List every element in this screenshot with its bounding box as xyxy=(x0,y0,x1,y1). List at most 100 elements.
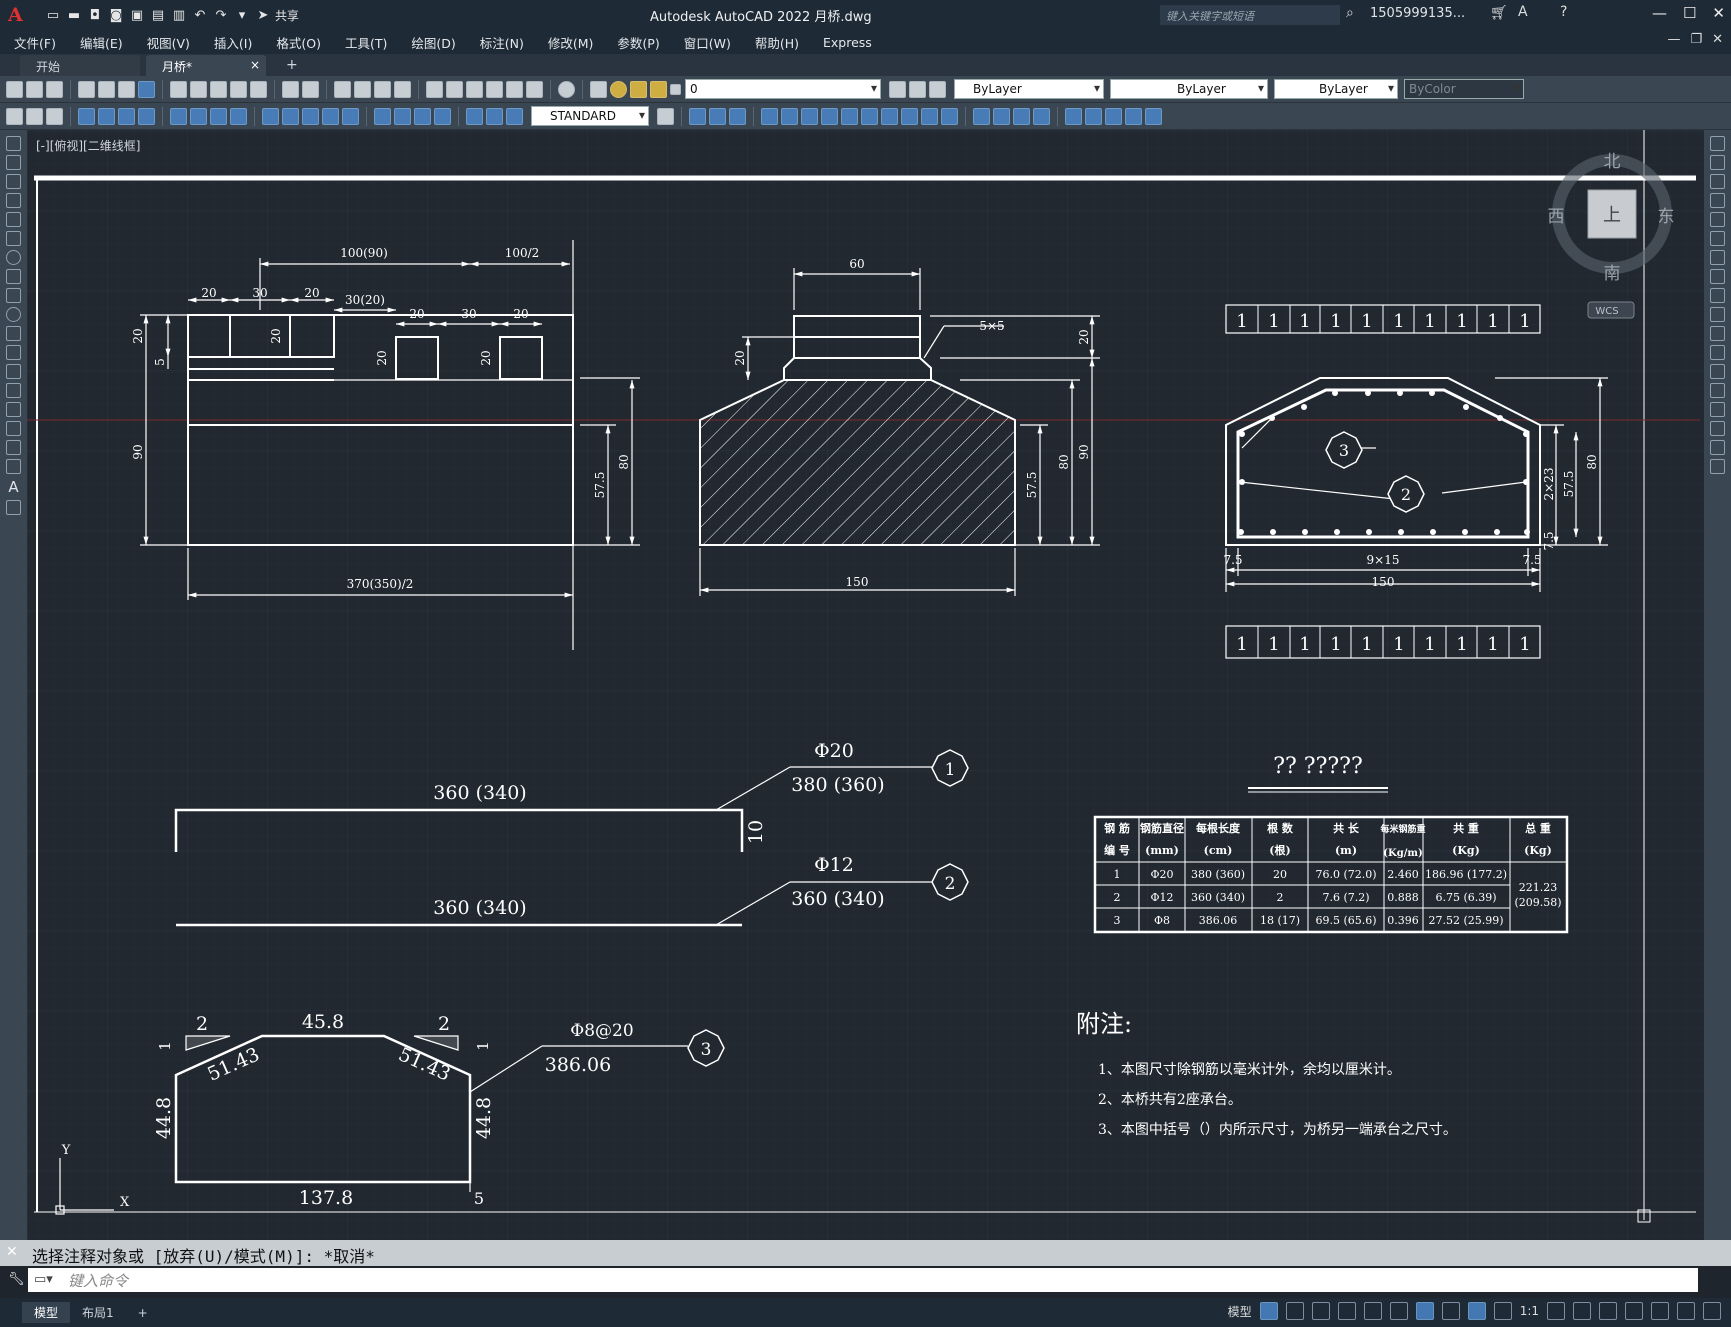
text-style-dropdown[interactable]: STANDARD xyxy=(531,106,649,126)
dim-break-icon[interactable] xyxy=(342,107,359,125)
annotation-scale[interactable]: 1:1 xyxy=(1519,1304,1539,1318)
menu-parameter[interactable]: 参数(P) xyxy=(617,35,660,51)
linear-dim-icon[interactable] xyxy=(78,107,95,125)
help-icon[interactable] xyxy=(558,80,575,98)
viewcube-top-face[interactable]: 上 xyxy=(1603,205,1621,226)
tolerance-icon[interactable] xyxy=(374,107,391,125)
line-icon[interactable] xyxy=(6,136,21,151)
dim-style-icon[interactable] xyxy=(6,107,23,125)
modify-erase-icon[interactable] xyxy=(689,107,706,125)
markup-icon[interactable] xyxy=(506,80,523,98)
plotstyle-dropdown[interactable]: ByColor xyxy=(1404,79,1524,99)
menu-help[interactable]: 帮助(H) xyxy=(754,35,799,51)
plot-icon[interactable] xyxy=(78,80,95,98)
ordinate-dim-icon[interactable] xyxy=(138,107,155,125)
save-icon[interactable]: ◘ xyxy=(89,7,101,23)
viewcube-north[interactable]: 北 xyxy=(1604,152,1621,172)
stretch-icon[interactable] xyxy=(1710,288,1725,303)
modify-mirror-icon[interactable] xyxy=(729,107,746,125)
diameter-dim-icon[interactable] xyxy=(210,107,227,125)
open-icon[interactable] xyxy=(26,80,43,98)
erase-icon[interactable] xyxy=(1710,136,1725,151)
design-center-icon[interactable] xyxy=(446,80,463,98)
viewcube-west[interactable]: 西 xyxy=(1548,207,1565,227)
arc-icon[interactable] xyxy=(6,231,21,246)
isodraft-icon[interactable] xyxy=(1363,1302,1382,1320)
annotation-monitor-icon[interactable] xyxy=(1573,1302,1591,1320)
polygon-icon[interactable] xyxy=(6,193,21,208)
save-icon[interactable] xyxy=(46,80,63,98)
share-label[interactable]: 共享 xyxy=(275,8,300,23)
open-file-icon[interactable]: ▬ xyxy=(67,7,81,23)
layer-color-icon[interactable] xyxy=(670,83,681,95)
zoom-previous-icon[interactable] xyxy=(394,80,411,98)
undo-icon[interactable] xyxy=(282,80,299,98)
make-current-layer-icon[interactable] xyxy=(889,80,906,98)
modify-stretch-icon[interactable] xyxy=(861,107,878,125)
object-snap-tracking-icon[interactable] xyxy=(1389,1302,1408,1320)
help-icon[interactable]: ? xyxy=(1560,4,1568,20)
menu-file[interactable]: 文件(F) xyxy=(14,35,56,51)
modify-chamfer-icon[interactable] xyxy=(973,107,990,125)
redo-icon[interactable] xyxy=(302,80,319,98)
construction-line-icon[interactable] xyxy=(6,155,21,170)
web-icon[interactable]: ▤ xyxy=(151,7,165,23)
baseline-dim-icon[interactable] xyxy=(282,107,299,125)
pan-icon[interactable] xyxy=(334,80,351,98)
modify-trim-icon[interactable] xyxy=(881,107,898,125)
layer-freeze-icon[interactable] xyxy=(630,80,647,98)
properties-icon[interactable] xyxy=(426,80,443,98)
inspection-icon[interactable] xyxy=(414,107,431,125)
dim-edit-icon[interactable] xyxy=(466,107,483,125)
user-account[interactable]: 1505999135... xyxy=(1370,6,1466,21)
modify-break-icon[interactable] xyxy=(921,107,938,125)
tool-palettes-icon[interactable] xyxy=(466,80,483,98)
sheet-set-icon[interactable] xyxy=(486,80,503,98)
menu-tools[interactable]: 工具(T) xyxy=(344,35,388,51)
array-icon[interactable] xyxy=(1710,212,1725,227)
publish-icon[interactable] xyxy=(138,80,155,98)
search-icon[interactable]: ⌕ xyxy=(1346,5,1354,21)
menu-edit[interactable]: 编辑(E) xyxy=(79,35,123,51)
chamfer-icon[interactable] xyxy=(1710,402,1725,417)
copy-object-icon[interactable] xyxy=(1710,155,1725,170)
linetype-dropdown[interactable]: ByLayer xyxy=(1110,79,1268,99)
modify-extend-icon[interactable] xyxy=(901,107,918,125)
modify-join-icon[interactable] xyxy=(941,107,958,125)
new-icon[interactable] xyxy=(6,80,23,98)
command-input[interactable]: 键入命令 xyxy=(28,1268,1698,1292)
draworder-front-icon[interactable] xyxy=(1065,107,1082,125)
color-dropdown[interactable]: ByLayer xyxy=(954,79,1104,99)
workspace-gear-icon[interactable] xyxy=(1547,1302,1565,1320)
region-icon[interactable] xyxy=(6,440,21,455)
isolate-objects-icon[interactable] xyxy=(1651,1302,1669,1320)
close-icon[interactable]: ✕ xyxy=(1712,4,1725,22)
menu-modify[interactable]: 修改(M) xyxy=(547,35,594,51)
modify-blend-icon[interactable] xyxy=(1013,107,1030,125)
dim-text-edit-icon[interactable] xyxy=(486,107,503,125)
menu-dimension[interactable]: 标注(N) xyxy=(479,35,524,51)
explode-icon[interactable] xyxy=(1710,459,1725,474)
add-selected-icon[interactable] xyxy=(6,500,21,515)
blend-curves-icon[interactable] xyxy=(1710,440,1725,455)
model-space-button[interactable]: 模型 xyxy=(1227,1304,1252,1319)
snap-mode-icon[interactable] xyxy=(1285,1302,1304,1320)
modify-move-icon[interactable] xyxy=(801,107,818,125)
modify-rotate-icon[interactable] xyxy=(821,107,838,125)
layer-previous-icon[interactable] xyxy=(909,80,926,98)
tab-model[interactable]: 模型 xyxy=(22,1302,71,1323)
radius-dim-icon[interactable] xyxy=(170,107,187,125)
modify-scale-icon[interactable] xyxy=(841,107,858,125)
revision-cloud-icon[interactable] xyxy=(6,269,21,284)
draworder-above-icon[interactable] xyxy=(1105,107,1122,125)
menu-express[interactable]: Express xyxy=(822,34,872,50)
fillet-icon[interactable] xyxy=(1710,421,1725,436)
auto-scale-icon[interactable] xyxy=(1493,1302,1512,1320)
undo-icon[interactable]: ↶ xyxy=(194,7,206,23)
paste-icon[interactable] xyxy=(210,80,227,98)
fullscreen-icon[interactable] xyxy=(1677,1302,1695,1320)
wcs-dropdown[interactable]: WCS xyxy=(1595,306,1618,317)
block-icon[interactable] xyxy=(250,80,267,98)
minimize-icon[interactable]: — xyxy=(1651,4,1667,22)
modify-fillet-icon[interactable] xyxy=(993,107,1010,125)
